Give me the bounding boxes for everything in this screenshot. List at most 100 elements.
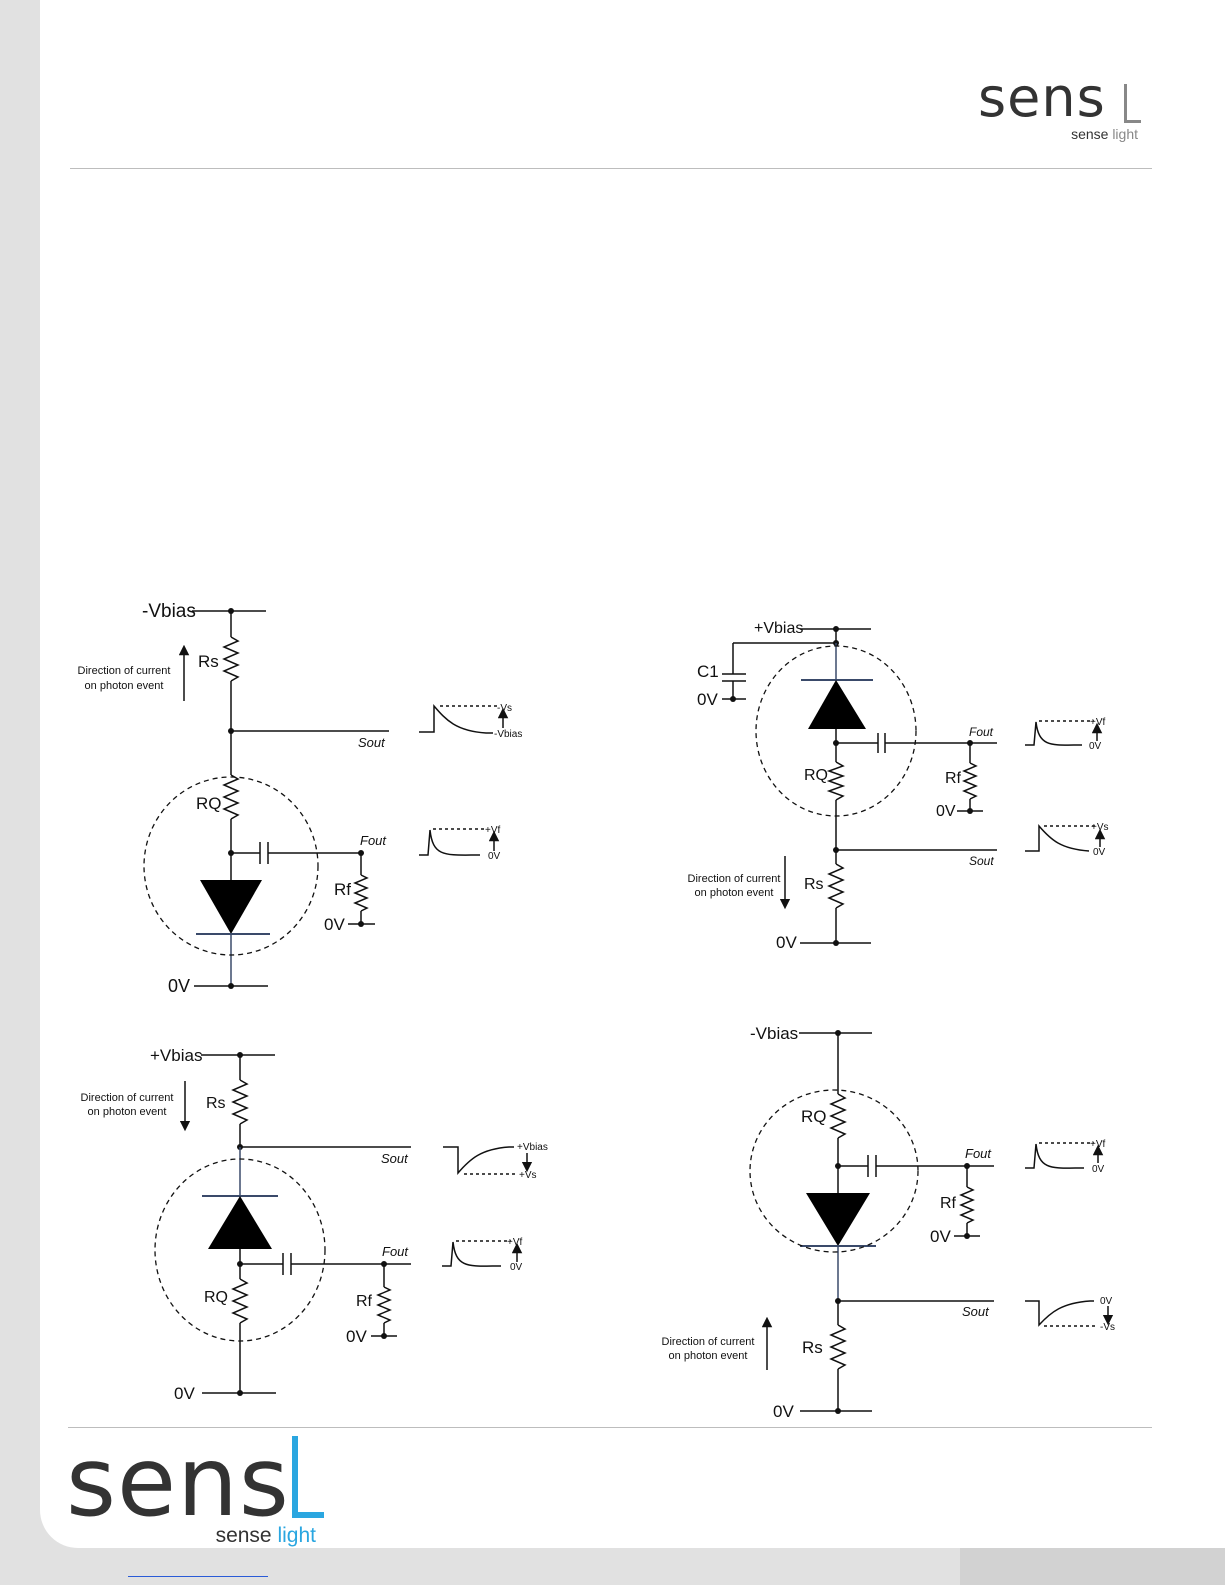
footer-rule [68,1427,1152,1428]
label-direction-line1: Direction of current [662,1336,755,1348]
label-fout: Fout [965,1146,992,1161]
footer-bar-right [960,1548,1225,1585]
footer-link-underline[interactable] [128,1576,268,1577]
sipm-microcell-boundary [154,1158,326,1342]
label-direction-line2: on photon event [88,1106,167,1118]
sipm-microcell-boundary [755,645,917,817]
label-direction-line1: Direction of current [78,665,171,677]
logo-tagline: sense light [66,1524,316,1548]
label-fout-wave-top: +Vf [1090,717,1106,728]
resistor-rf [962,762,978,800]
label-cap-ground: 0V [697,690,718,709]
sensl-logo-footer: sens sense light [66,1432,346,1547]
resistor-rs [231,1079,249,1125]
label-sout-wave-bottom: +Vs [519,1170,537,1181]
resistor-rf [959,1186,975,1224]
resistor-rs [827,863,845,909]
photodiode-spad [200,880,262,934]
label-rq: RQ [804,767,828,784]
resistor-rf [353,874,369,912]
label-fout: Fout [969,725,994,739]
resistor-rq [829,1093,847,1139]
label-rf-ground: 0V [930,1227,951,1246]
label-rf: Rf [945,770,962,787]
label-direction-line2: on photon event [695,887,774,899]
label-rq: RQ [801,1107,827,1126]
logo-l-mark [292,1436,324,1518]
label-rf: Rf [940,1195,957,1212]
label-rq: RQ [196,794,222,813]
label-rs: Rs [198,652,219,671]
label-ground: 0V [168,976,190,996]
logo-tagline-sense: sense [1071,126,1109,142]
label-sout-wave-top: 0V [1100,1296,1113,1307]
sipm-microcell-boundary [749,1089,919,1253]
label-fout-wave-bottom: 0V [1092,1164,1105,1175]
resistor-rq [231,1278,249,1324]
label-direction-line1: Direction of current [81,1092,174,1104]
label-fout-wave-top: +Vf [1090,1139,1106,1150]
logo-wordmark: sens [978,66,1106,129]
label-fout-wave-bottom: 0V [488,851,501,862]
label-cap: C1 [697,662,719,681]
label-rs: Rs [804,876,824,893]
label-sout-wave-bottom: 0V [1093,847,1106,858]
resistor-rq [826,761,846,801]
label-fout-wave-bottom: 0V [1089,741,1102,752]
label-supply: +Vbias [754,620,803,637]
label-supply: -Vbias [750,1024,798,1043]
logo-tagline-light: light [1112,126,1138,142]
resistor-rf [376,1286,392,1324]
label-fout-wave-top: +Vf [507,1237,523,1248]
label-direction-line1: Direction of current [688,873,781,885]
label-rs: Rs [802,1338,823,1357]
label-sout: Sout [381,1151,409,1166]
label-supply: -Vbias [142,601,196,622]
label-rf: Rf [334,880,351,899]
label-rf-ground: 0V [324,915,345,934]
label-sout: Sout [358,735,386,750]
label-direction-line2: on photon event [85,680,164,692]
label-direction-line2: on photon event [669,1350,748,1362]
photodiode-spad [808,680,866,729]
circuit-negative-bias-anode: -Vbias RQ Fout Rf 0V Sout Rs Direction o… [662,1024,1115,1421]
circuit-positive-bias-cathode: +Vbias C1 0V RQ Rf 0V Fout Sout Rs 0V Di… [688,620,1109,952]
label-rq: RQ [204,1289,228,1306]
circuit-negative-bias-cathode: -Vbias Rs RQ Rf Sout Fout 0V 0V Directio… [78,601,523,996]
label-sout-wave-bottom: -Vs [1100,1322,1115,1333]
logo-tagline-sense: sense [215,1524,272,1547]
label-supply: +Vbias [150,1046,202,1065]
sensl-logo-header: sens sense light [978,70,1150,142]
logo-tagline: sense light [978,126,1138,142]
label-rs: Rs [206,1095,226,1112]
circuit-positive-bias-anode: +Vbias Direction of current on photon ev… [81,1046,548,1403]
header-rule [70,168,1152,169]
label-fout-wave-top: +Vf [485,825,501,836]
label-sout-wave-top: +Vbias [517,1142,548,1153]
label-rf: Rf [356,1293,373,1310]
resistor-rs [829,1324,847,1370]
label-ground: 0V [776,933,797,952]
resistor-rq [222,774,240,820]
label-sout-wave-top: -Vs [497,703,512,714]
label-sout-wave-bottom: -Vbias [494,729,522,740]
label-ground: 0V [174,1384,195,1403]
logo-tagline-light: light [277,1524,316,1547]
logo-l-mark [1124,84,1141,123]
resistor-rs [222,636,240,682]
label-sout: Sout [969,854,994,868]
label-sout-wave-top: +Vs [1091,822,1109,833]
label-fout: Fout [360,833,387,848]
photodiode-spad [806,1193,870,1246]
label-sout: Sout [962,1304,990,1319]
logo-wordmark: sens [66,1426,290,1538]
label-rf-ground: 0V [346,1327,367,1346]
label-fout-wave-bottom: 0V [510,1262,523,1273]
page-sheet [40,0,1225,1548]
footer-bar [0,1548,960,1585]
sipm-microcell-boundary [143,776,319,956]
label-fout: Fout [382,1244,409,1259]
photodiode-spad [208,1196,272,1249]
label-ground: 0V [773,1402,794,1421]
